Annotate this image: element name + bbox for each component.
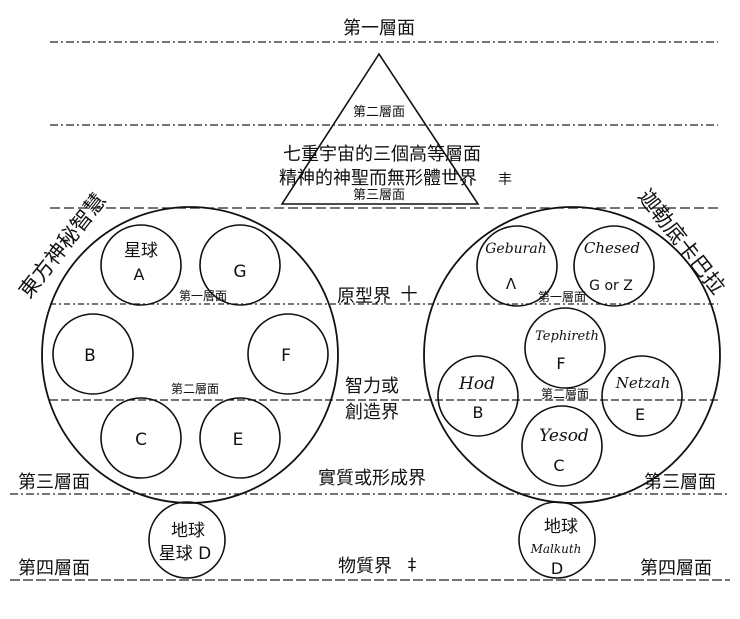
right-globe-chesed <box>573 225 655 307</box>
plane-lines <box>10 41 730 581</box>
left-third-plane-label: 第三層面 <box>18 472 90 493</box>
right-inner-first-plane: 第一層面 <box>538 290 586 304</box>
left-inner-second-plane: 第二層面 <box>171 382 219 396</box>
right-globe-chesed-letter: G or Z <box>589 278 633 294</box>
triangle-mark: 丰 <box>498 172 512 188</box>
right-earth-line2: Malkuth <box>530 542 582 556</box>
third-plane-label-center: 第三層面 <box>353 188 405 203</box>
left-earth-line2: 星球 D <box>159 544 212 564</box>
right-globe-geburah-letter: Λ <box>506 275 517 293</box>
left-globe-f <box>247 313 329 395</box>
right-globe-hod-name: Hod <box>458 374 495 394</box>
right-globe-tephireth-name: Tephireth <box>535 329 599 344</box>
formative-world-label: 實質或形成界 <box>318 468 426 489</box>
left-globe-c-letter: C <box>135 430 147 450</box>
left-globe-e <box>199 397 281 479</box>
left-globe-e-letter: E <box>233 430 244 450</box>
left-fourth-plane-label: 第四層面 <box>18 558 90 579</box>
intellectual-world-label-1: 智力或 <box>345 376 399 397</box>
left-system-title: 東方神秘智慧 <box>14 189 110 303</box>
left-globe-a-top: 星球 <box>124 241 158 261</box>
right-globe-netzah-name: Netzah <box>615 374 671 392</box>
intellectual-world-label-2: 創造界 <box>345 402 399 423</box>
right-third-plane-label: 第三層面 <box>644 472 716 493</box>
right-globe-hod-letter: B <box>473 403 484 422</box>
left-globe-g <box>199 224 281 306</box>
right-globe-chesed-name: Chesed <box>584 239 640 257</box>
left-globe-g-letter: G <box>233 262 246 282</box>
material-world-label: 物質界 <box>338 556 392 577</box>
right-fourth-plane-label: 第四層面 <box>640 558 712 579</box>
right-earth-line1: 地球 <box>544 517 578 537</box>
right-system-circle <box>423 206 721 504</box>
left-globe-c <box>100 397 182 479</box>
archetypal-world-label: 原型界 <box>337 286 391 307</box>
right-earth-globe <box>518 501 596 579</box>
left-globe-b <box>52 313 134 395</box>
right-globe-yesod-name: Yesod <box>539 426 589 446</box>
right-globe-netzah <box>601 355 683 437</box>
left-globe-a <box>100 224 182 306</box>
material-mark: ‡ <box>408 555 417 575</box>
second-plane-label: 第二層面 <box>353 105 405 120</box>
right-inner-second-plane: 第二層面 <box>541 387 589 401</box>
left-globes <box>52 224 329 579</box>
right-globe-geburah-name: Geburah <box>485 241 547 257</box>
triangle-text-line2: 精神的神聖而無形體世界 <box>279 168 477 189</box>
left-globe-b-letter: B <box>84 346 96 366</box>
left-globe-f-letter: F <box>281 346 291 366</box>
right-globe-hod <box>437 355 519 437</box>
supernal-triangle <box>280 52 480 205</box>
archetypal-mark: 十 <box>401 285 418 305</box>
right-globes <box>437 225 683 579</box>
left-earth-line1: 地球 <box>171 521 205 541</box>
right-globe-netzah-letter: E <box>635 405 645 424</box>
right-globe-tephireth-letter: F <box>556 354 565 373</box>
right-globe-yesod-letter: C <box>553 456 564 475</box>
first-plane-label: 第一層面 <box>343 18 415 39</box>
right-earth-line3: D <box>551 559 563 578</box>
left-inner-first-plane: 第一層面 <box>179 289 227 303</box>
triangle-text-line1: 七重宇宙的三個高等層面 <box>283 144 481 165</box>
right-globe-tephireth <box>524 307 606 389</box>
right-globe-geburah <box>476 225 558 307</box>
left-system-circle <box>41 206 339 504</box>
left-globe-a-letter: A <box>134 265 145 284</box>
right-system-title: 迦勒底卡巴拉 <box>633 185 729 299</box>
left-earth-globe <box>148 501 226 579</box>
right-globe-yesod <box>521 405 603 487</box>
